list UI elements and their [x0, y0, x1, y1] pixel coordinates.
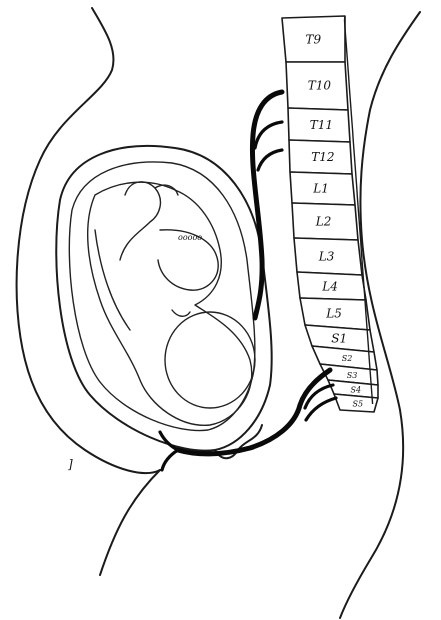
vertebra-label-l3: L3 [318, 249, 335, 263]
vertebra-label-t11: T11 [310, 118, 333, 132]
vertebra-label-s2: S2 [342, 354, 353, 363]
maternal-thigh-outline [100, 470, 160, 575]
vertebra-label-t9: T9 [306, 33, 322, 47]
fetus-face [172, 310, 190, 316]
fetus-arm [120, 182, 160, 260]
nerve-t11-branch [255, 122, 282, 148]
bracket-mark: ] [67, 457, 73, 471]
vertebra-label-l4: L4 [321, 279, 338, 293]
vertebra-label-s5: S5 [353, 400, 364, 409]
vertebra-label-s4: S4 [351, 385, 362, 394]
vertebra-label-s3: S3 [347, 371, 358, 380]
uterus-inner-wall [69, 162, 255, 430]
fetus-scalp-marks: ooooo [178, 233, 202, 242]
nerve-sacral-pathway [178, 370, 330, 454]
vertebra-label-s1: S1 [331, 331, 347, 345]
vertebra-label-l5: L5 [325, 306, 342, 320]
vertebra-label-t12: T12 [311, 150, 334, 164]
vertebral-column: T9T10T11T12L1L2L3L4L5S1S2S3S4S5 [282, 16, 378, 412]
nerve-perineal-tip [160, 432, 178, 470]
fetus-head [165, 312, 255, 408]
fetus-back [95, 230, 130, 330]
uterus-outer-wall [56, 146, 271, 451]
vertebra-label-l2: L2 [315, 215, 332, 229]
fetus-body [88, 182, 252, 425]
nerve-t12-branch [258, 150, 282, 170]
nerve-s4-branch [306, 398, 336, 420]
vertebra-label-l1: L1 [312, 182, 329, 196]
vertebra-label-t10: T10 [308, 79, 332, 93]
